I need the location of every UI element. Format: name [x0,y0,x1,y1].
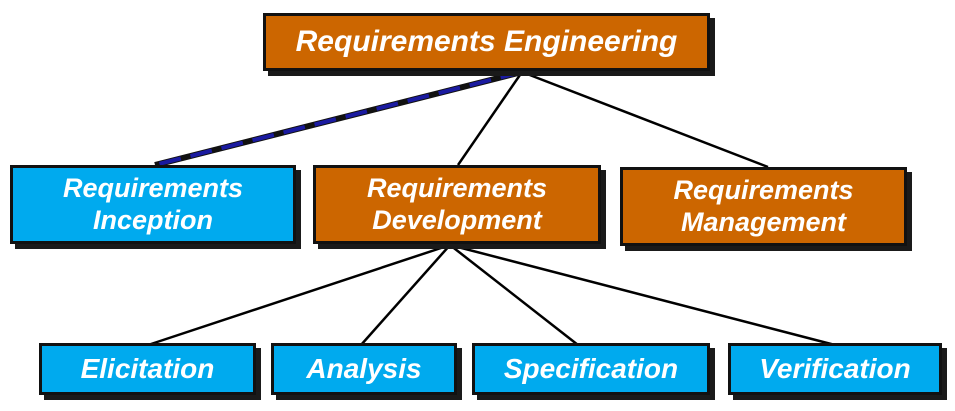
node-specification: Specification [472,343,710,395]
connector-development-specification [449,244,579,346]
connector-development-elicitation [147,243,451,347]
node-label: Analysis [306,352,422,384]
node-label-line2: Development [372,204,542,235]
node-label-line1: Requirements [62,173,244,204]
node-label-line1: Requirements [673,175,854,206]
node-label-line2: Inception [93,204,213,235]
connector-root-inception [154,69,523,168]
node-label-line2: Management [680,206,847,237]
node-label: Requirements Engineering [295,24,678,58]
node-verification: Verification [728,343,942,395]
node-label: Elicitation [80,352,215,384]
connector-root-management [521,70,769,169]
connector-root-development [456,71,524,166]
node-label: Specification [503,352,679,384]
node-label-line1: Requirements [366,173,548,204]
node-requirements-management: Requirements Management [620,167,907,246]
node-elicitation: Elicitation [39,343,256,395]
node-analysis: Analysis [271,343,457,395]
node-label: Verification [759,352,911,384]
connector-development-analysis [360,244,451,346]
connector-development-verification [449,243,836,347]
node-requirements-inception: Requirements Inception [10,165,296,244]
node-requirements-engineering: Requirements Engineering [263,13,710,71]
node-requirements-development: Requirements Development [313,165,601,244]
